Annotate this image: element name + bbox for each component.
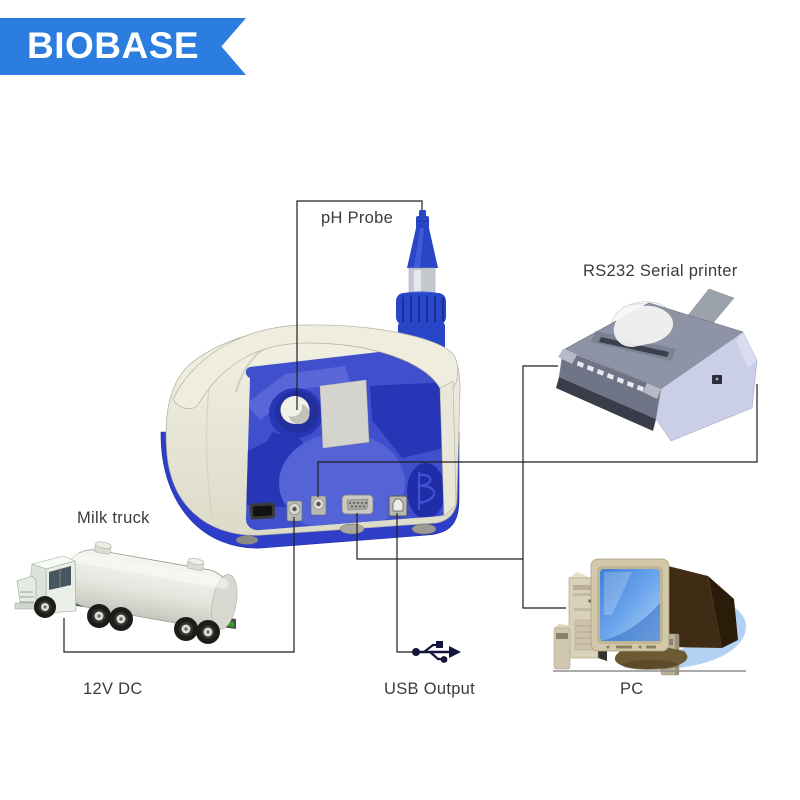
device-right-rim: [439, 380, 457, 517]
serial-printer-label: RS232 Serial printer: [583, 262, 738, 280]
ph-probe-label: pH Probe: [321, 209, 394, 227]
biobase-logo: BIOBASE: [0, 18, 246, 75]
device-foot: [236, 535, 258, 545]
power-label: 12V DC: [83, 680, 143, 698]
truck-wheels: [34, 596, 220, 644]
printer-vent-dashes: [576, 361, 644, 392]
biobase-logo-text: BIOBASE: [27, 24, 200, 66]
milk-truck-illustration: [14, 541, 238, 644]
device-foot: [411, 523, 437, 535]
connection-lines: [63, 200, 758, 653]
pc-label: PC: [620, 680, 644, 698]
pc-illustration: [553, 558, 747, 676]
rs232-db9-port: [341, 494, 374, 515]
truck-cab: [14, 555, 77, 614]
dc-connector: [286, 500, 303, 522]
device-foot: [339, 523, 365, 535]
serial-line: [356, 513, 523, 560]
aux-connector: [310, 495, 327, 516]
printer-line: [317, 384, 758, 497]
pc-speaker-left: [553, 624, 573, 670]
usb-icon: [412, 641, 461, 663]
device-label-plate: [319, 379, 370, 449]
printer-pc-line: [522, 365, 566, 609]
usb-b-port: [388, 495, 408, 517]
device-emblem: [407, 463, 445, 519]
printer-illustration: [556, 288, 758, 442]
power-switch: [249, 502, 276, 520]
milk-analyzer-illustration: [160, 210, 461, 549]
milk-truck-label: Milk truck: [77, 509, 150, 527]
power-line: [63, 517, 295, 653]
usb-line: [396, 513, 413, 653]
device-ports: [249, 494, 408, 522]
ph-probe-callout-line: [296, 200, 423, 410]
usb-output-label: USB Output: [384, 680, 476, 698]
ph-probe-illustration: [396, 210, 446, 354]
pc-monitor: [590, 558, 670, 652]
